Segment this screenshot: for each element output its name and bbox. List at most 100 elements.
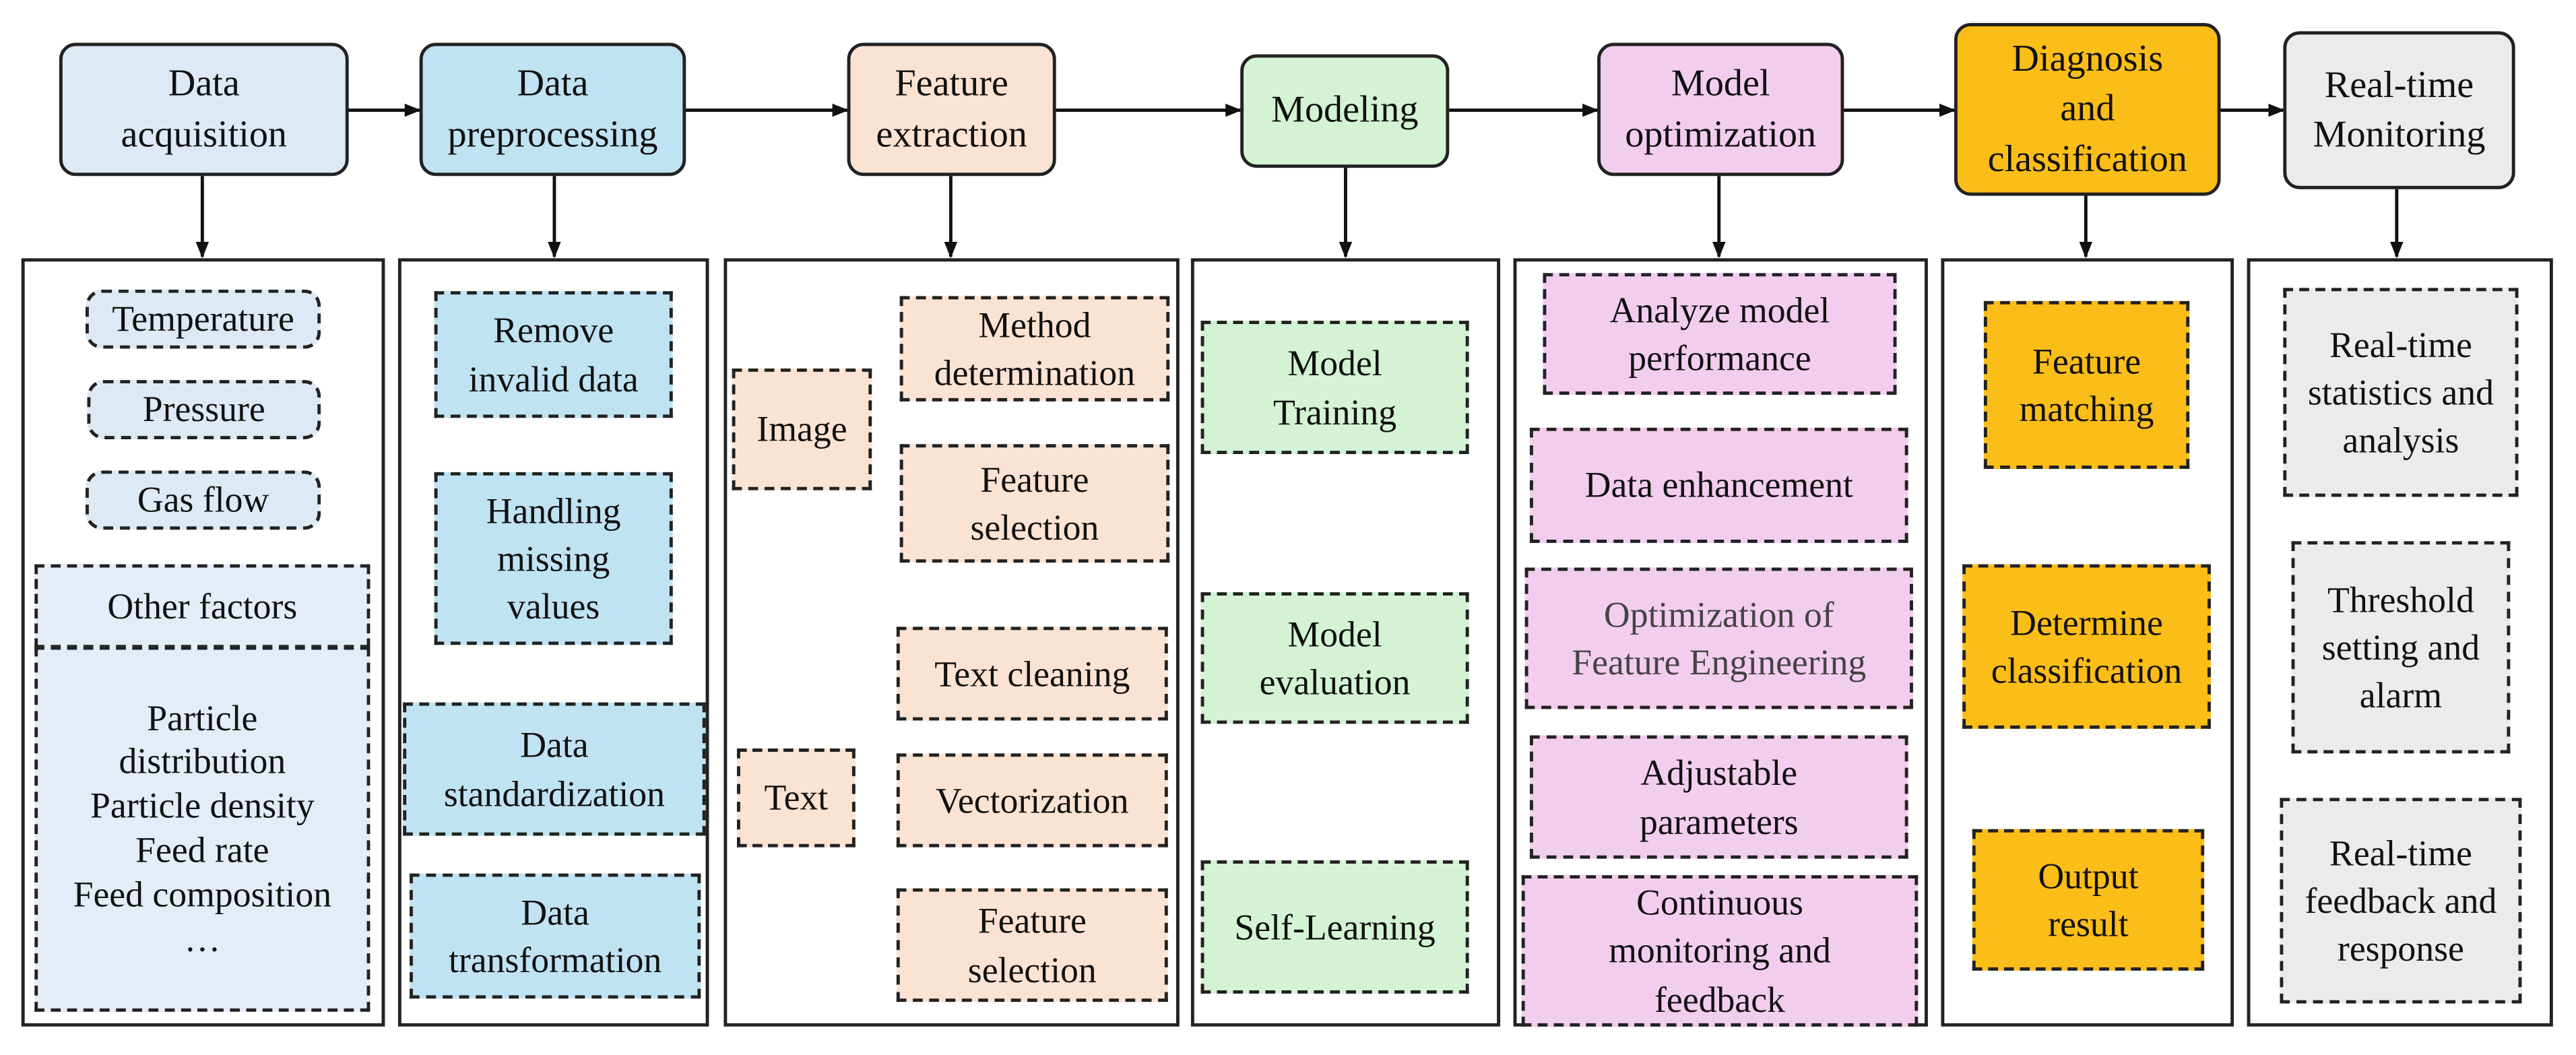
item-label: Feature bbox=[980, 459, 1089, 501]
item-label: Continuous bbox=[1636, 882, 1803, 924]
stage-data-preprocessing: Data preprocessing bbox=[419, 42, 686, 177]
data-enhancement-box: Data enhancement bbox=[1529, 427, 1908, 543]
item-label: setting and bbox=[2321, 627, 2480, 668]
stage-title-line: classification bbox=[1987, 137, 2187, 179]
item-label: Remove bbox=[493, 310, 614, 352]
stage-title-line: Data bbox=[168, 63, 240, 104]
output-result-box: Output result bbox=[1972, 829, 2205, 971]
item-label: invalid data bbox=[468, 358, 639, 399]
item-label: analysis bbox=[2342, 419, 2459, 461]
item-label: performance bbox=[1628, 337, 1811, 379]
item-label: Gas flow bbox=[137, 479, 269, 521]
data-standardization-box: Data standardization bbox=[403, 702, 706, 836]
item-label: Model bbox=[1287, 613, 1382, 655]
item-label: determination bbox=[934, 352, 1136, 393]
item-label: monitoring and bbox=[1609, 930, 1831, 971]
item-label: Determine bbox=[2010, 602, 2163, 643]
item-label: Analyze model bbox=[1609, 289, 1830, 331]
item-label: Real-time bbox=[2329, 832, 2472, 874]
stage-title-line: acquisition bbox=[121, 113, 288, 154]
item-label: statistics and bbox=[2307, 371, 2494, 413]
factor-line: … bbox=[184, 917, 221, 959]
stage-modeling: Modeling bbox=[1240, 54, 1450, 168]
item-label: feedback and bbox=[2305, 880, 2497, 922]
item-label: selection bbox=[970, 507, 1099, 548]
item-label: Feature Engineering bbox=[1572, 641, 1867, 683]
stage-title-line: Monitoring bbox=[2313, 113, 2486, 155]
data-transformation-box: Data transformation bbox=[410, 873, 701, 999]
item-label: Feature bbox=[977, 900, 1087, 942]
item-label: Data bbox=[521, 891, 589, 933]
factor-line: Particle bbox=[147, 697, 258, 738]
item-label: Output bbox=[2038, 855, 2139, 897]
factor-line: Particle density bbox=[90, 785, 315, 827]
item-label: Self-Learning bbox=[1234, 906, 1436, 948]
item-label: Text bbox=[764, 777, 829, 819]
item-label: Data enhancement bbox=[1584, 464, 1853, 506]
item-label: parameters bbox=[1639, 800, 1799, 842]
stage-data-acquisition: Data acquisition bbox=[59, 42, 349, 177]
gas-flow-box: Gas flow bbox=[85, 470, 321, 530]
item-label: result bbox=[2048, 903, 2129, 945]
item-label: Other factors bbox=[107, 585, 298, 627]
threshold-alarm-box: Threshold setting and alarm bbox=[2291, 541, 2511, 754]
item-label: Temperature bbox=[112, 298, 294, 340]
item-label: classification bbox=[1991, 649, 2183, 691]
image-box: Image bbox=[732, 368, 872, 490]
item-label: Feature bbox=[2032, 340, 2142, 382]
text-feature-selection-box: Feature selection bbox=[896, 888, 1168, 1002]
pressure-box: Pressure bbox=[87, 380, 321, 439]
item-label: Threshold bbox=[2327, 579, 2474, 620]
determine-classification-box: Determine classification bbox=[1962, 564, 2211, 729]
remove-invalid-data-box: Remove invalid data bbox=[434, 291, 673, 418]
method-determination-box: Method determination bbox=[899, 296, 1170, 402]
adjustable-parameters-box: Adjustable parameters bbox=[1529, 735, 1908, 859]
stage-title-line: Model bbox=[1671, 63, 1770, 104]
realtime-statistics-box: Real-time statistics and analysis bbox=[2283, 288, 2519, 497]
item-label: Training bbox=[1273, 390, 1397, 432]
other-factors-header: Other factors bbox=[34, 564, 371, 649]
item-label: Text cleaning bbox=[934, 653, 1130, 695]
item-label: Model bbox=[1287, 343, 1382, 385]
item-label: evaluation bbox=[1259, 661, 1411, 703]
analyze-performance-box: Analyze model performance bbox=[1543, 273, 1897, 395]
text-cleaning-box: Text cleaning bbox=[896, 627, 1168, 721]
stage-title-line: optimization bbox=[1625, 113, 1817, 154]
item-label: transformation bbox=[448, 939, 662, 981]
handling-missing-values-box: Handling missing values bbox=[434, 472, 673, 645]
item-label: feedback bbox=[1654, 978, 1785, 1019]
stage-title-line: preprocessing bbox=[447, 113, 658, 154]
temperature-box: Temperature bbox=[85, 289, 321, 349]
continuous-monitoring-box: Continuous monitoring and feedback bbox=[1521, 875, 1919, 1027]
item-label: standardization bbox=[443, 772, 666, 814]
factor-line: Feed rate bbox=[135, 829, 269, 870]
item-label: Method bbox=[978, 304, 1091, 346]
item-label: Adjustable bbox=[1640, 753, 1798, 794]
vectorization-box: Vectorization bbox=[896, 753, 1168, 848]
item-label: values bbox=[507, 585, 600, 627]
item-label: missing bbox=[497, 538, 610, 579]
item-label: selection bbox=[967, 948, 1097, 990]
stage-title-line: extraction bbox=[876, 113, 1027, 154]
item-label: Vectorization bbox=[936, 779, 1129, 821]
stage-title-line: Feature bbox=[895, 63, 1008, 104]
image-feature-selection-box: Feature selection bbox=[899, 444, 1170, 563]
feature-engineering-box: Optimization of Feature Engineering bbox=[1524, 567, 1913, 709]
item-label: Data bbox=[520, 724, 589, 766]
stage-title-line: and bbox=[2060, 88, 2115, 129]
stage-model-optimization: Model optimization bbox=[1597, 42, 1844, 177]
item-label: Optimization of bbox=[1603, 594, 1834, 635]
item-label: Pressure bbox=[142, 389, 265, 430]
stage-title-line: Modeling bbox=[1271, 89, 1419, 131]
stage-title-line: Data bbox=[517, 63, 589, 104]
realtime-feedback-box: Real-time feedback and response bbox=[2280, 798, 2522, 1004]
self-learning-box: Self-Learning bbox=[1200, 860, 1469, 994]
text-box: Text bbox=[736, 748, 856, 848]
other-factors-list: Particle distribution Particle density F… bbox=[34, 646, 371, 1012]
stage-title-line: Real-time bbox=[2324, 63, 2474, 105]
item-label: Handling bbox=[486, 490, 621, 532]
item-label: Image bbox=[756, 408, 847, 450]
item-label: matching bbox=[2019, 388, 2154, 430]
feature-matching-box: Feature matching bbox=[1983, 300, 2190, 469]
